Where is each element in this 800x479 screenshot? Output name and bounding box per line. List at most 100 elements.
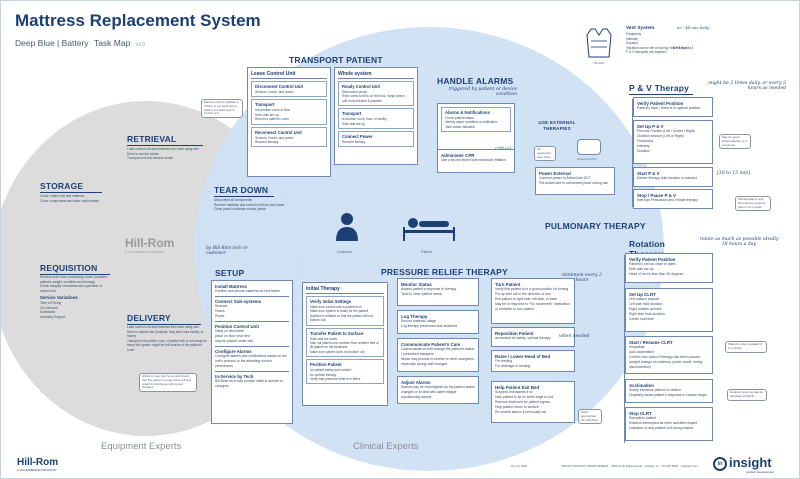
rotation-verify-panel: Verify Patient Position Patient is not t…: [625, 253, 713, 283]
whole-system-panel: Whole system Ready Control Unit Disconne…: [334, 67, 418, 165]
transport-title: TRANSPORT PATIENT: [289, 55, 383, 65]
pv-setup-step: Duration: [637, 149, 650, 153]
page-subtitle: Deep Blue | Battery Task Map v3.0: [15, 38, 145, 48]
reconnect-control-unit-card: Reconnect Control Unit Sensors, hoses, a…: [251, 126, 327, 148]
connect-subsystems-step: Sensors: [215, 304, 228, 308]
retrieval-step: Drive to service center: [127, 151, 159, 156]
position-control-unit-step: may be placed under bed: [215, 339, 254, 343]
connect-power-card: Connect Power Resume therapy: [338, 131, 414, 148]
raise-lower-title: Raise / Lower Head of Bed: [495, 354, 551, 359]
verify-settings-step: Make sure control unit is powered on: [310, 305, 363, 309]
vest-icon: [586, 28, 612, 58]
log-therapy-title: Log Therapy: [401, 314, 428, 319]
install-mattress-step: Position and secure mattress on bed fram…: [215, 289, 280, 293]
pv-start-title: Start P & V: [637, 171, 660, 176]
vest-step: Vibration can be left on during Vest the…: [626, 45, 687, 50]
customer-icon: [336, 213, 358, 241]
position-patient-step: for optimal therapy: [310, 372, 337, 377]
pv-sequence-note: May be given independently or in sequenc…: [719, 134, 751, 150]
service-variation: On-Demand: [40, 305, 58, 310]
document-date: 01 July 2009: [511, 464, 527, 468]
communicate-care-title: Communicate Patient's Care: [401, 342, 461, 347]
log-step: Record mattress usage: [401, 319, 437, 323]
connect-subsystems-title: Connect Sub-systems: [215, 299, 262, 304]
rotation-flow-line: [624, 255, 625, 443]
clrt-stop-step: Rotation interrupted as other activities…: [629, 421, 698, 425]
storage-steps: Cover control unit and mattress Cover co…: [40, 194, 110, 212]
alarms-step: Take action indicated: [445, 124, 475, 129]
clrt-start-step: Confirm turn option if therapy has been …: [629, 355, 703, 369]
pv-setup-step: Duration amount (Left or Right): [637, 134, 684, 138]
pv-title: P & V Therapy: [629, 83, 693, 95]
product-name: Deep Blue | Battery: [15, 38, 89, 48]
transport-step: Hide cells are up: [255, 112, 279, 117]
position-patient-title: Position Patient: [310, 362, 342, 368]
power-external-panel: Power External Connect power to ActiveCa…: [535, 167, 615, 195]
connect-power-title: Connect Power: [342, 134, 373, 140]
vest-step: Intensity: [626, 36, 638, 41]
clrt-start-panel: Start / Resume CLRT Immediate Auto-accli…: [625, 336, 713, 374]
clrt-start-step: Immediate: [629, 345, 645, 349]
exit-bed-panel: Help Patient Exit Bed Suspend exit alarm…: [491, 381, 575, 423]
storage-step: Cover control unit and mattress: [40, 194, 85, 198]
pv-duration-note: [10 to 15 min]: [717, 171, 751, 176]
delivery-title: DELIVERY: [127, 313, 201, 325]
pv-stop-panel: Stop / Pause P & V Interrupt Percussion …: [633, 189, 713, 209]
transport-system-step: to another room, floor, or facility: [342, 117, 387, 122]
vest-step: Frequency: [626, 32, 642, 36]
transfer-step: Side rails are down: [310, 336, 338, 341]
ready-control-unit-card: Ready Control Unit Disconnect power If t…: [338, 81, 414, 107]
pv-setup-step: Percuss Position (Left / Center / Right): [637, 129, 695, 133]
clinical-experts-label: Clinical Experts: [353, 441, 419, 452]
adjust-alarms-step: Alarms may be reconfigured as the patien…: [401, 385, 475, 399]
turn-patient-panel: Turn Patient Verify that patient is in a…: [491, 278, 575, 324]
turn-step: Put up side rail in the direction of tur…: [495, 292, 551, 296]
turn-step: Roll patient to right side, left side, o…: [495, 297, 558, 301]
page-title: Mattress Replacement System: [15, 11, 261, 30]
alarms-step: Check patient status: [445, 116, 474, 120]
transfer-patient-title: Transfer Patient to Surface: [310, 330, 364, 336]
activecare-device-label: ActiveCare DVT: [577, 157, 598, 161]
pv-stop-title: Stop / Pause P & V: [637, 193, 676, 198]
clrt-stop-panel: Stop CLRT Reposition patient Rotation in…: [625, 407, 713, 441]
acclimation-step: Gradually assist patient's response to r…: [629, 393, 707, 397]
hillrom-logo-tag: A HILLENBRAND INDUSTRY: [17, 468, 57, 472]
clrt-start-step: Auto-acclimation: [629, 350, 655, 354]
service-variation: Time of Pricing: [40, 301, 62, 305]
alarms-notifications-title: Alarms & Notifications: [445, 110, 490, 115]
pv-frequency-note: might be 3 times daily, or every 2 hours…: [708, 81, 786, 91]
clrt-start-title: Start / Resume CLRT: [629, 340, 673, 345]
transport-step: Via another room or floor: [255, 108, 291, 113]
insight-logo-tag: product development: [746, 470, 775, 474]
monitor-step: Assess patient's response to therapy: [401, 287, 457, 291]
transfer-patient-card: Transfer Patient to Surface Side rails a…: [306, 327, 384, 358]
disconnect-step: Sensors, hoses, and power: [255, 90, 294, 94]
whole-system-title: Whole system: [338, 71, 414, 79]
rotation-verify-title: Verify Patient Position: [629, 257, 676, 262]
reconnect-control-unit-title: Reconnect Control Unit: [255, 129, 302, 135]
alarms-trigger-note: triggered by patient or device condition: [448, 87, 517, 97]
exit-step: Re-enable alarms if previously set: [495, 410, 547, 414]
retrieval-steps: Load control unit and mattress into trun…: [127, 147, 209, 175]
transport-system-card: Transport to another room, floor, or fac…: [338, 108, 414, 130]
pv-setup-panel: Set Up P & V Percuss Position (Left / Ce…: [633, 120, 713, 164]
patient-bed-icon: [403, 218, 455, 241]
adjust-alarms-title: Adjust Alarms: [401, 380, 431, 385]
transport-step: Return to patient's room: [255, 117, 289, 122]
storage-title: STORAGE: [40, 181, 102, 193]
reposition-panel: Reposition Patient as needed for safety,…: [491, 327, 575, 347]
handle-alarms-title: HANDLE ALARMS: [437, 76, 514, 86]
contact-info: INSIGHT PRODUCT DEVELOPMENT · 4660 North…: [561, 464, 698, 468]
home-visit-note: Hill-Rom may visit home and check that t…: [139, 373, 197, 393]
reposition-note: when needed: [559, 334, 590, 339]
rotation-verify-step: Side rails are up: [629, 267, 654, 271]
sedated-note: Patient is often sedated if in a shock: [725, 341, 767, 353]
rotation-note: rotate as much as possible ideally 18 ho…: [699, 237, 779, 247]
communicate-care-panel: Communicate Patient's Care Communicate a…: [397, 338, 479, 372]
teardown-step: Remove mattress and control unit from be…: [214, 202, 285, 207]
clrt-stop-step: Reposition patient: [629, 416, 657, 420]
pv-start-step: Deliver therapy until duration is reache…: [637, 176, 697, 180]
position-control-unit-step: place on floor near bed: [215, 334, 250, 338]
retrieval-step: Load control unit and mattress into trun…: [127, 147, 199, 151]
transport-system-step: Side rails are up: [342, 121, 366, 126]
